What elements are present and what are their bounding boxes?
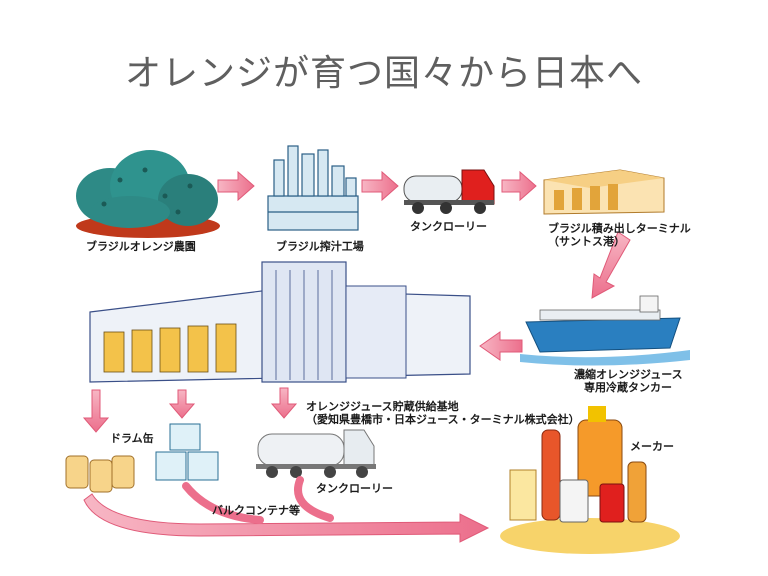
arrow-tanker-to-base — [479, 331, 523, 361]
label-bulk: バルクコンテナ等 — [212, 504, 300, 517]
label-terminal-line2: （サントス港） — [548, 235, 625, 248]
label-tanker-line1: 濃縮オレンジジュース — [574, 368, 683, 381]
label-base-line1: オレンジジュース貯蔵供給基地 — [306, 400, 459, 413]
label-tank-truck-1: タンクローリー — [410, 220, 487, 233]
bulk-container-icon — [155, 423, 219, 481]
label-drum: ドラム缶 — [110, 432, 154, 445]
arrow-base-to-drum — [82, 389, 110, 433]
label-terminal-line1: ブラジル積み出しターミナル — [548, 222, 691, 235]
drum-cans-icon — [65, 455, 135, 493]
tanker-ship-icon — [520, 295, 690, 366]
arrow-farm-to-factory — [217, 170, 255, 202]
terminal-building-icon — [543, 169, 665, 215]
arrow-bulk-to-maker — [182, 482, 264, 524]
page-title: オレンジが育つ国々から日本へ — [124, 53, 643, 94]
label-tank-truck-2: タンクローリー — [316, 482, 393, 495]
label-terminal: ブラジル積み出しターミナル （サントス港） — [548, 222, 691, 248]
label-farm: ブラジルオレンジ農園 — [86, 240, 196, 253]
maker-products-icon — [500, 406, 680, 554]
factory-icon — [267, 145, 359, 231]
tank-truck-2-icon — [256, 429, 376, 478]
arrow-truck-to-terminal — [501, 170, 537, 202]
label-tanker-line2: 専用冷蔵タンカー — [584, 381, 672, 394]
arrow-base-to-bulk — [168, 389, 196, 419]
tank-truck-icon — [403, 169, 495, 214]
label-factory: ブラジル搾汁工場 — [276, 240, 364, 253]
label-maker: メーカー — [630, 440, 674, 453]
label-storage-base: オレンジジュース貯蔵供給基地 （愛知県豊橋市・日本ジュース・ターミナル株式会社） — [306, 400, 580, 426]
arrow-factory-to-truck — [361, 170, 399, 202]
storage-base-icon — [89, 261, 471, 383]
arrow-truck2-to-maker — [294, 476, 334, 522]
arrow-base-to-truck2 — [270, 387, 298, 419]
arrow-to-maker — [83, 493, 490, 543]
orange-farm-icon — [76, 150, 220, 238]
arrow-terminal-to-tanker — [591, 231, 631, 299]
label-base-line2: （愛知県豊橋市・日本ジュース・ターミナル株式会社） — [306, 413, 580, 426]
label-tanker: 濃縮オレンジジュース 専用冷蔵タンカー — [574, 368, 683, 394]
